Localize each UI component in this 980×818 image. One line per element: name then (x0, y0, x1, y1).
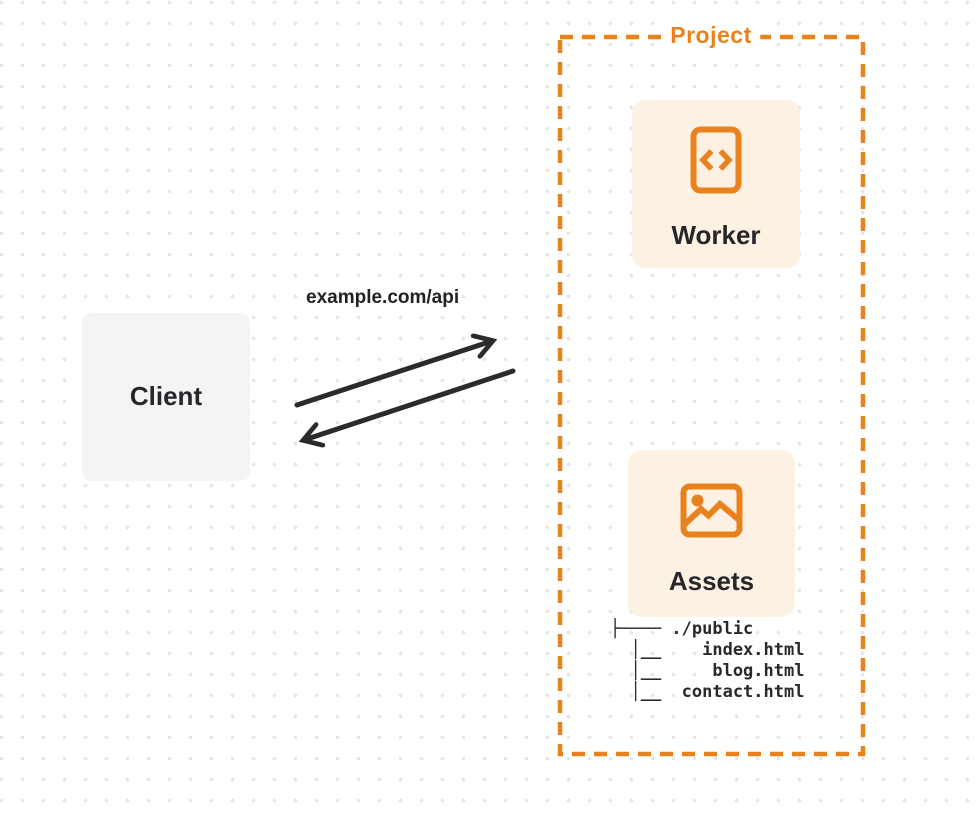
image-icon (680, 483, 743, 538)
code-icon (690, 126, 742, 194)
request-arrow (294, 341, 492, 408)
response-arrow (304, 368, 516, 440)
client-label: Client (129, 381, 203, 412)
assets-label: Assets (668, 566, 755, 596)
request-url-label: example.com/api (306, 287, 460, 308)
project-label: Project (661, 22, 761, 49)
file-tree: ├──── ./public │__ index.html │__ blog.h… (610, 619, 805, 702)
worker-node: Worker (632, 100, 800, 268)
client-node: Client (82, 313, 250, 481)
assets-node: Assets (628, 450, 795, 617)
worker-label: Worker (671, 220, 761, 250)
